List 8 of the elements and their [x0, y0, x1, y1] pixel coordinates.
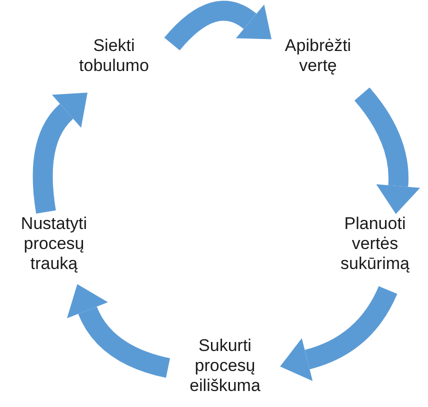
curved-arrow: [32, 91, 86, 214]
step-label: Sukurti procesų eiliškuma: [188, 336, 262, 396]
step-label: Apibrėžti vertę: [284, 36, 352, 76]
curved-arrow: [164, 0, 273, 51]
curved-arrow: [354, 88, 420, 214]
step-label: Nustatyti procesų trauką: [20, 214, 88, 274]
step-label: Siekti tobulumo: [78, 36, 150, 76]
step-label: Planuoti vertės sukūrimą: [340, 214, 410, 274]
